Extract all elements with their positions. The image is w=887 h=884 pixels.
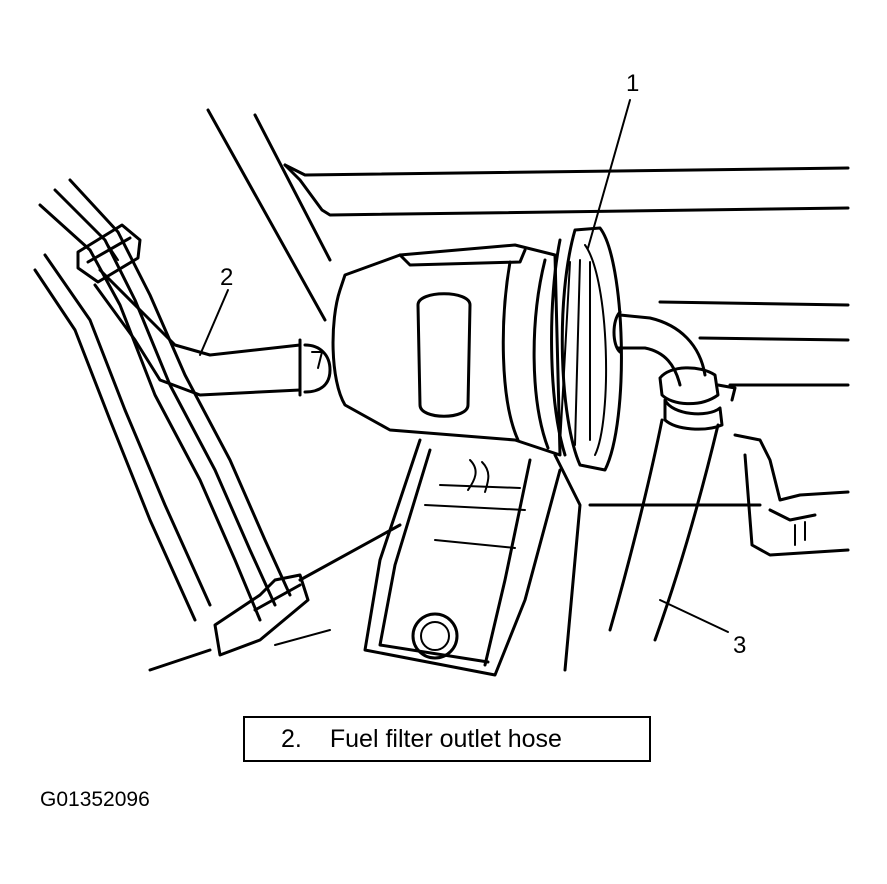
callout-3-label: 3 <box>733 632 747 659</box>
figure-id: G01352096 <box>40 788 150 811</box>
caption-box: 2. Fuel filter outlet hose <box>243 716 651 762</box>
fuel-lines-left <box>33 178 292 622</box>
hose-clamp-left <box>76 223 142 284</box>
hose-clamp-right <box>658 366 737 431</box>
callout-1-label: 1 <box>626 70 640 97</box>
callout-2-label: 2 <box>220 264 234 291</box>
callout-leaders <box>199 99 729 633</box>
filter-outlet-pipe <box>612 310 707 387</box>
filter-bracket <box>363 438 582 677</box>
fuel-filter-outlet-hose <box>93 268 332 397</box>
caption-text: Fuel filter outlet hose <box>329 724 562 753</box>
vehicle-body-lines <box>206 108 850 557</box>
caption-number: 2. <box>281 724 302 753</box>
fuel-hose-3 <box>608 418 720 642</box>
fuel-filter <box>331 226 623 472</box>
line-bracket-clip <box>148 523 402 672</box>
